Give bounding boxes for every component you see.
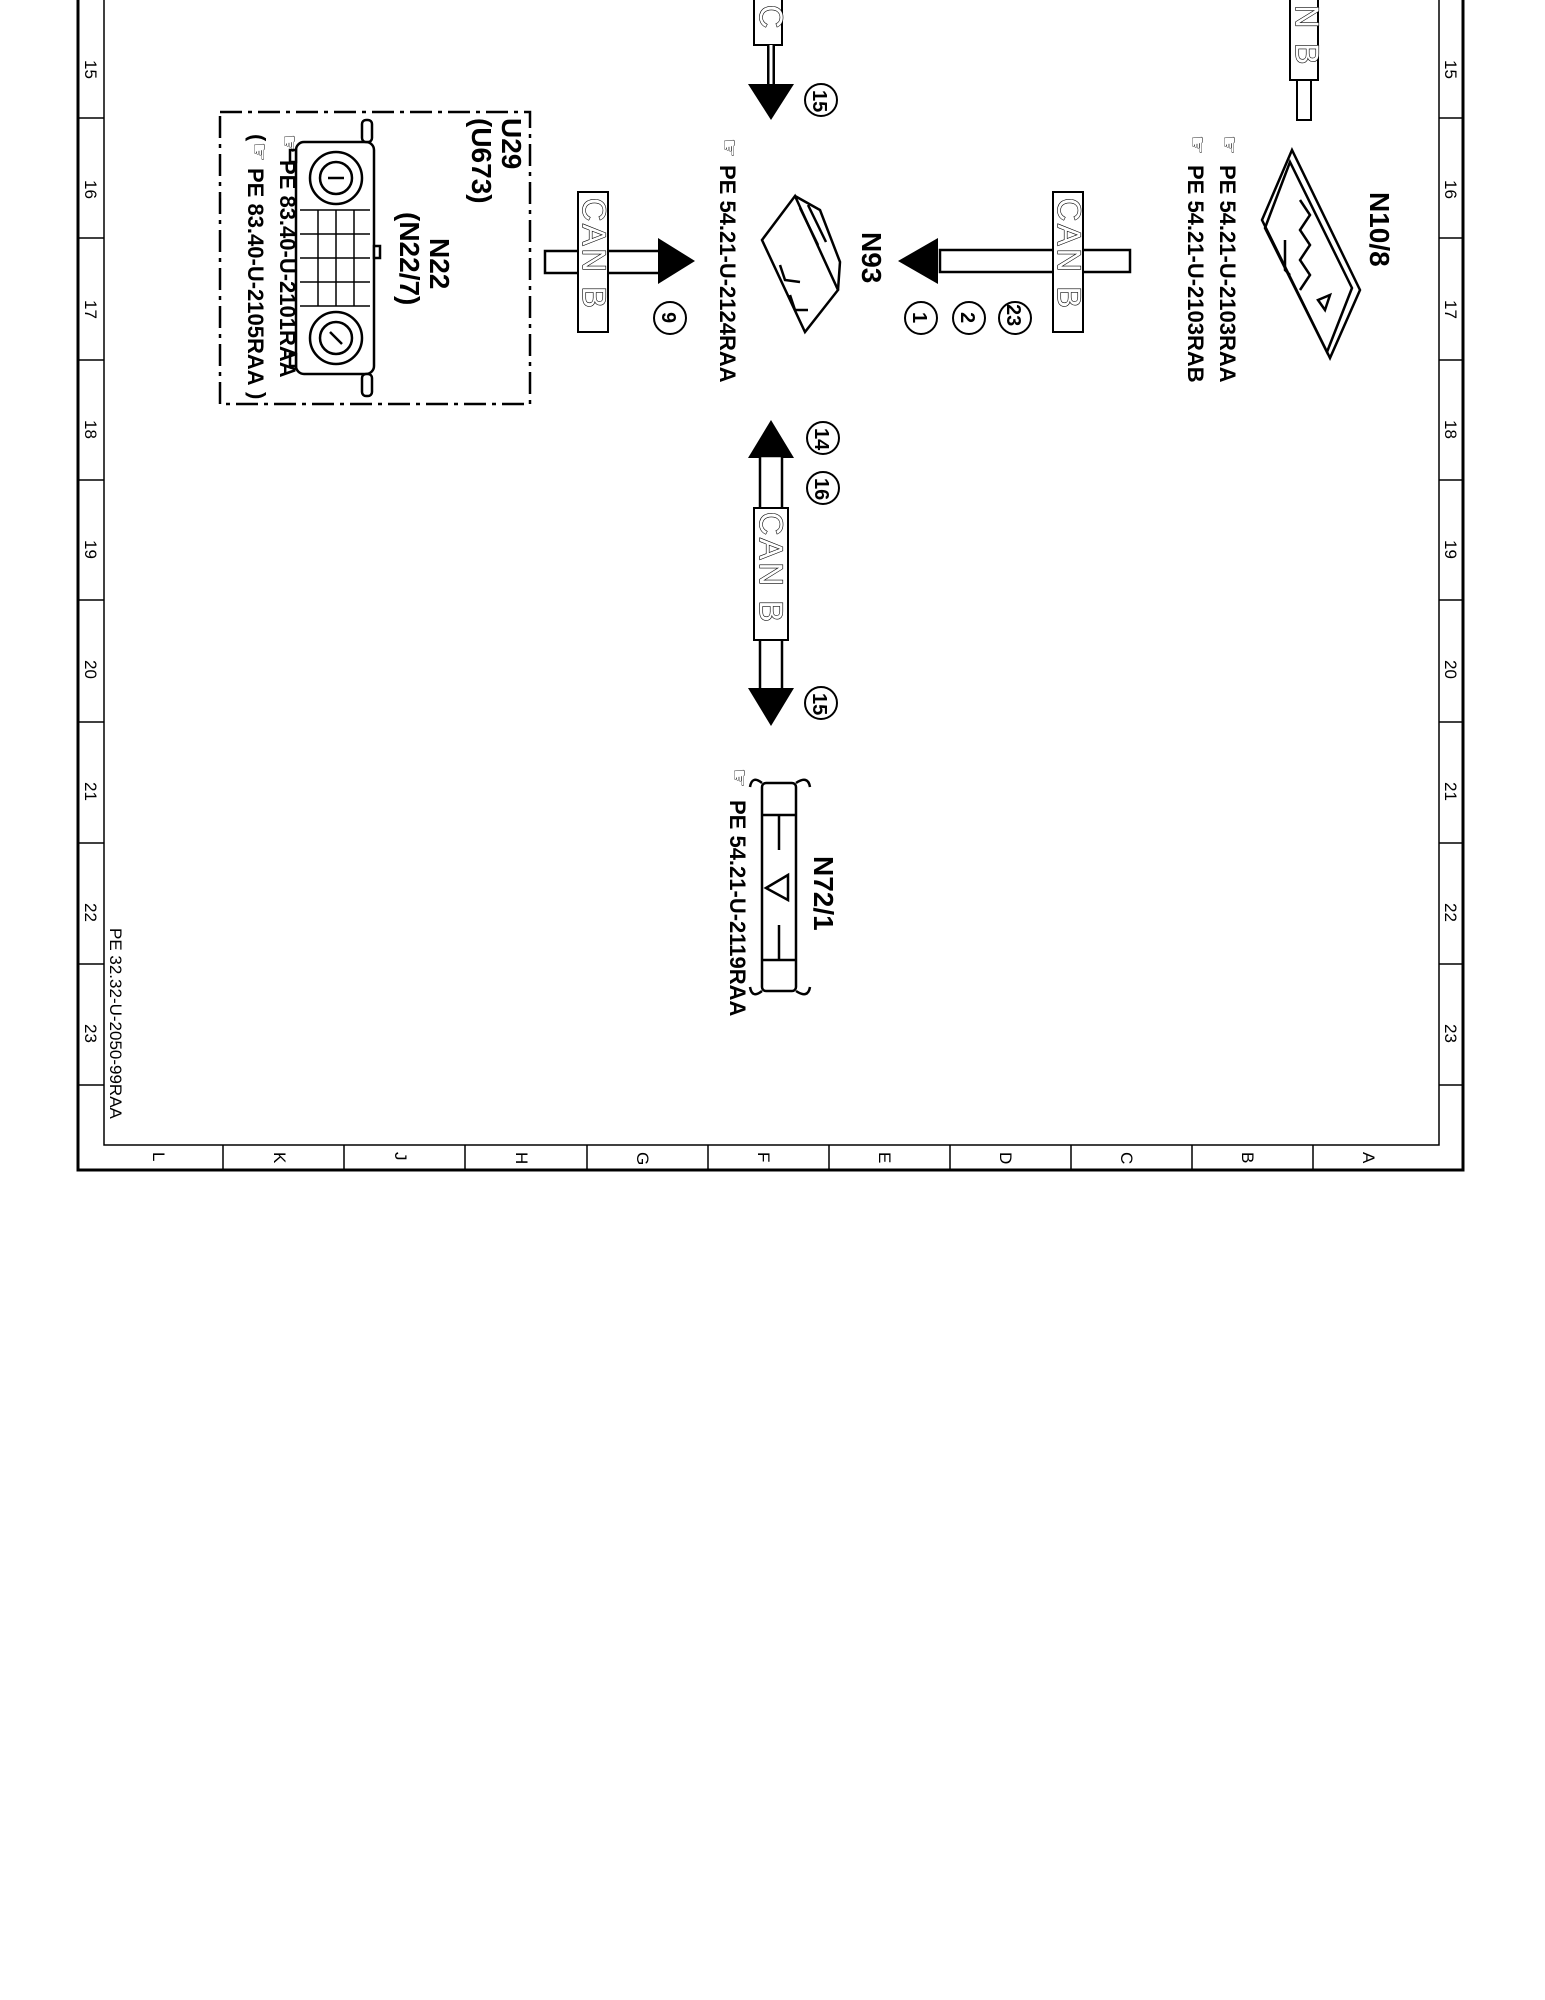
ref-list: ☞ PE 83.40-U-2101RAA ( ☞ PE 83.40-U-2105… [243,134,302,399]
component-n93: N93 ☞ PE 54.21-U-2124RAA [715,138,887,383]
can-bus-label: CAN B [1051,198,1087,311]
row-number: 22 [81,903,100,922]
column-letter: F [754,1152,773,1162]
reference-text: PE 54.21-U-2124RAA [715,165,740,383]
column-letter: L [149,1152,168,1161]
climate-control-panel-icon [288,118,382,398]
top-right-bus-fragment: N B [1288,0,1326,121]
column-letter: C [1117,1152,1136,1164]
column-letter: H [512,1152,531,1164]
can-b-left: CAN B 9 [543,191,695,335]
marker-number: 14 [810,428,832,451]
reference-text: PE 54.21-U-2119RAA [725,800,750,1017]
row-number: 22 [1441,903,1460,922]
ref-list: ☞ PE 54.21-U-2124RAA [715,138,742,383]
reference-icon: ☞ [1217,135,1242,155]
column-letter: A [1359,1152,1378,1164]
drawing-frame [76,0,1465,1172]
reference-text: PE 83.40-U-2101RAA [275,160,300,378]
row-number: 20 [81,660,100,679]
row-number: 23 [81,1024,100,1043]
component-sublabel: (N22/7) [394,212,425,305]
ref-list: ☞ PE 54.21-U-2119RAA [725,768,752,1017]
row-numbers-right: 15 16 17 18 19 20 21 22 23 [1441,60,1460,1043]
component-u29: U29 (U673) N22 (N22/7) [218,110,532,406]
row-number: 16 [1441,180,1460,199]
column-letters: L K J H G F E D C B A [149,1152,1378,1165]
reference-text: PE 54.21-U-2103RAA [1215,165,1240,383]
can-b-bottom: CAN B 14 16 15 [748,420,840,726]
component-label: N10/8 [1364,192,1395,267]
column-letter: B [1238,1152,1257,1163]
marker-number: 23 [1002,304,1024,326]
bus-label-fragment: C [753,5,789,31]
reference-paren: ) [245,392,270,399]
reference-icon: ☞ [1185,135,1210,155]
row-number: 16 [81,180,100,199]
component-n72-1: N72/1 ☞ PE 54.21-U-2119RAA [725,768,839,1017]
marker-number: 15 [808,693,830,715]
row-number: 18 [81,420,100,439]
row-number: 17 [1441,300,1460,319]
reference-icon: ☞ [247,142,272,162]
marker-number: 16 [810,478,832,500]
row-number: 20 [1441,660,1460,679]
component-label: N93 [856,232,887,283]
reference-text: PE 54.21-U-2103RAB [1183,165,1208,383]
reference-paren: ( [245,134,270,142]
component-label: U29 [496,118,527,169]
component-sublabel: N22 [424,238,455,289]
row-number: 23 [1441,1024,1460,1043]
marker-number: 9 [657,312,679,323]
marker-number: 15 [808,90,830,112]
can-bus-label: CAN B [753,512,789,625]
row-number: 18 [1441,420,1460,439]
bus-label-fragment: N B [1289,5,1325,67]
can-bus-label: CAN B [576,198,612,311]
component-label: N72/1 [808,856,839,931]
reference-icon: ☞ [277,134,302,154]
row-numbers-left: 15 16 17 18 19 20 21 22 23 [81,60,100,1043]
module-n10-8-icon [1260,146,1362,361]
row-number: 19 [1441,540,1460,559]
row-number: 21 [1441,782,1460,801]
reference-icon: ☞ [717,138,742,158]
column-letter: J [391,1152,410,1161]
component-label: (U673) [466,118,497,204]
row-number: 15 [1441,60,1460,79]
hazard-switch-panel-icon [748,778,812,996]
column-letter: E [875,1152,894,1163]
component-n10-8: N10/8 ☞ PE 54.21-U-2103RAA ☞ PE 54.21-U-… [1183,135,1395,383]
row-number: 21 [81,782,100,801]
ref-list: ☞ PE 54.21-U-2103RAA ☞ PE 54.21-U-2103RA… [1183,135,1242,383]
row-number: 19 [81,540,100,559]
marker-number: 1 [908,312,930,323]
column-letter: D [996,1152,1015,1164]
reference-text: PE 83.40-U-2105RAA [243,168,268,386]
row-number: 17 [81,300,100,319]
reference-icon: ☞ [727,768,752,788]
column-letter: K [270,1152,289,1164]
row-number: 15 [81,60,100,79]
column-letter: G [633,1152,652,1165]
module-n93-icon [760,193,842,335]
top-bus-fragment: C 15 [748,0,838,120]
can-b-right: CAN B 23 2 1 [898,191,1132,335]
marker-number: 2 [956,312,978,323]
document-reference: PE 32.32-U-2050-99RAA [106,928,125,1120]
